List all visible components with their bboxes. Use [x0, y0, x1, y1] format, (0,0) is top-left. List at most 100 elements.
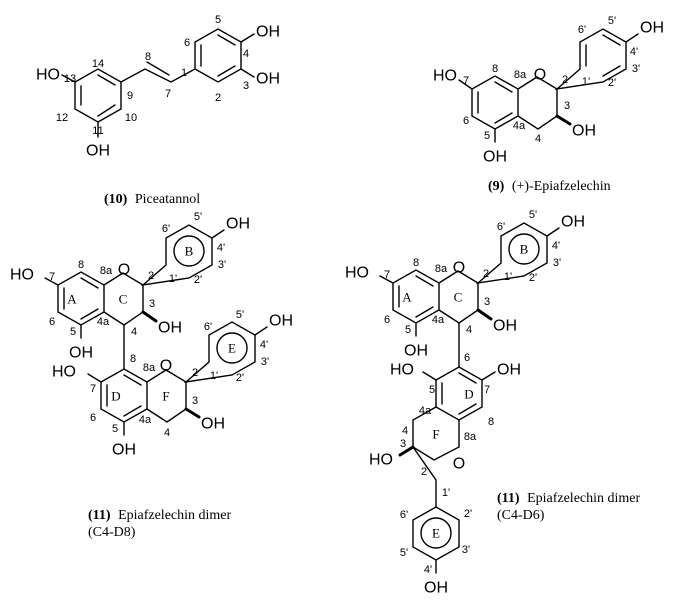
ring-label-e: E	[228, 341, 236, 356]
dimer-d8-ho-d7: HO	[52, 364, 76, 381]
dimer-d6-ho-d5: HO	[390, 362, 414, 379]
locant-4a: 4a	[139, 414, 152, 426]
locant-4a: 4a	[432, 314, 445, 326]
locant-7: 7	[384, 269, 390, 281]
ring-label-e: E	[432, 526, 440, 541]
ring-label-b: B	[520, 242, 529, 257]
locant-2: 2	[192, 367, 198, 379]
locant-6: 6	[90, 412, 96, 424]
locant-14: 14	[92, 58, 104, 70]
locant-1p: 1'	[169, 273, 177, 285]
locant-3: 3	[564, 100, 570, 112]
locant-8: 8	[145, 51, 151, 63]
locant-6p: 6'	[497, 221, 505, 233]
epiafzelechin-oh-4p: OH	[640, 20, 664, 37]
locant-12: 12	[56, 112, 68, 124]
locant-3p: 3'	[261, 356, 269, 368]
locant-5: 5	[112, 423, 118, 435]
locant-8a: 8a	[464, 431, 477, 443]
caption-dimer-c4-d8-linkage: (C4-D8)	[88, 525, 136, 540]
locant-5p: 5'	[400, 547, 408, 559]
locant-7: 7	[49, 271, 55, 283]
locant-4p: 4'	[552, 240, 560, 252]
locant-4p: 4'	[260, 339, 268, 351]
locant-10: 10	[125, 112, 137, 124]
dimer-d8-oh-4p: OH	[226, 216, 250, 233]
locant-8a: 8a	[100, 265, 113, 277]
locant-13: 13	[64, 73, 76, 85]
dimer-d6-oh-5: OH	[404, 343, 428, 360]
ring-label-a: A	[67, 292, 77, 307]
locant-4p: 4'	[630, 46, 638, 58]
dimer-d6-oh-e4p: OH	[424, 580, 448, 597]
locant-8a: 8a	[143, 362, 156, 374]
locant-2: 2	[562, 74, 568, 86]
locant-7: 7	[165, 88, 171, 100]
structure-dimer-c4-d6: O HO OH OH OH HO OH O HO OH A C B D F E …	[345, 209, 585, 597]
locant-6: 6	[463, 115, 469, 127]
locant-2: 2	[148, 270, 154, 282]
locant-4: 4	[164, 427, 170, 439]
ring-label-d: D	[464, 387, 473, 402]
dimer-d8-lower-ring-o: O	[160, 358, 172, 375]
locant-3p: 3'	[462, 544, 470, 556]
locant-2: 2	[421, 466, 427, 478]
locant-5: 5	[405, 324, 411, 336]
dimer-d6-upper-ring-o: O	[453, 260, 465, 277]
epiafzelechin-oh-5: OH	[483, 149, 507, 166]
locant-4a: 4a	[419, 405, 432, 417]
piceatannol-oh-3: OH	[256, 71, 280, 88]
locant-11: 11	[92, 125, 103, 137]
locant-3: 3	[400, 438, 406, 450]
locant-6: 6	[464, 352, 470, 364]
locant-5p: 5'	[529, 209, 537, 221]
caption-dimer-c4-d6-title: (11) Epiafzelechin dimer	[497, 491, 641, 506]
caption-piceatannol: (10) Piceatannol	[104, 192, 200, 207]
dimer-d8-oh-d5: OH	[112, 442, 136, 459]
locant-8: 8	[413, 257, 419, 269]
locant-5: 5	[429, 384, 435, 396]
locant-6: 6	[184, 37, 190, 49]
ring-label-c: C	[454, 290, 463, 305]
locant-2p: 2'	[464, 508, 472, 520]
locant-8a: 8a	[435, 263, 448, 275]
locant-5: 5	[484, 130, 490, 142]
dimer-d6-oh-3: OH	[493, 318, 517, 335]
locant-2p: 2'	[236, 372, 244, 384]
structure-dimer-c4-d8: O HO OH OH OH O HO OH OH OH A C B D F E …	[10, 211, 293, 459]
caption-dimer-c4-d6-linkage: (C4-D6)	[497, 508, 545, 523]
dimer-d8-oh-3: OH	[158, 320, 182, 337]
locant-6: 6	[49, 316, 55, 328]
structure-piceatannol: HO OH OH OH 13 14 9 10 11 12 8 7 1 2 3 4…	[36, 14, 280, 160]
dimer-d6-lower-ring-o: O	[453, 456, 465, 473]
dimer-d8-ho-7: HO	[10, 267, 34, 284]
ring-label-b: B	[185, 244, 194, 259]
locant-8: 8	[492, 63, 498, 75]
locant-3p: 3'	[218, 259, 226, 271]
locant-5: 5	[70, 326, 76, 338]
locant-5p: 5'	[608, 15, 616, 27]
dimer-d6-oh-d7: OH	[497, 362, 521, 379]
locant-8: 8	[130, 353, 136, 365]
locant-1p: 1'	[442, 487, 450, 499]
locant-1p: 1'	[582, 76, 590, 88]
locant-5: 5	[215, 14, 221, 26]
dimer-d6-ho-7: HO	[345, 265, 369, 282]
dimer-d6-oh-4p: OH	[561, 214, 585, 231]
locant-5p: 5'	[194, 211, 202, 223]
locant-2: 2	[215, 92, 221, 104]
locant-8: 8	[78, 259, 84, 271]
locant-4: 4	[402, 425, 408, 437]
ring-label-d: D	[111, 389, 120, 404]
caption-dimer-c4-d8-title: (11) Epiafzelechin dimer	[88, 508, 232, 523]
dimer-d8-oh-5: OH	[69, 345, 93, 362]
locant-2: 2	[483, 268, 489, 280]
locant-4p: 4'	[217, 242, 225, 254]
locant-4: 4	[466, 324, 472, 336]
locant-2p: 2'	[194, 274, 202, 286]
caption-epiafzelechin: (9) (+)-Epiafzelechin	[488, 179, 611, 194]
dimer-d8-oh-e4p: OH	[269, 313, 293, 330]
structure-epiafzelechin: O HO OH OH OH 7 8 8a 6 5 4a 4 3 2 1' 2' …	[433, 15, 664, 166]
locant-2p: 2'	[608, 77, 616, 89]
